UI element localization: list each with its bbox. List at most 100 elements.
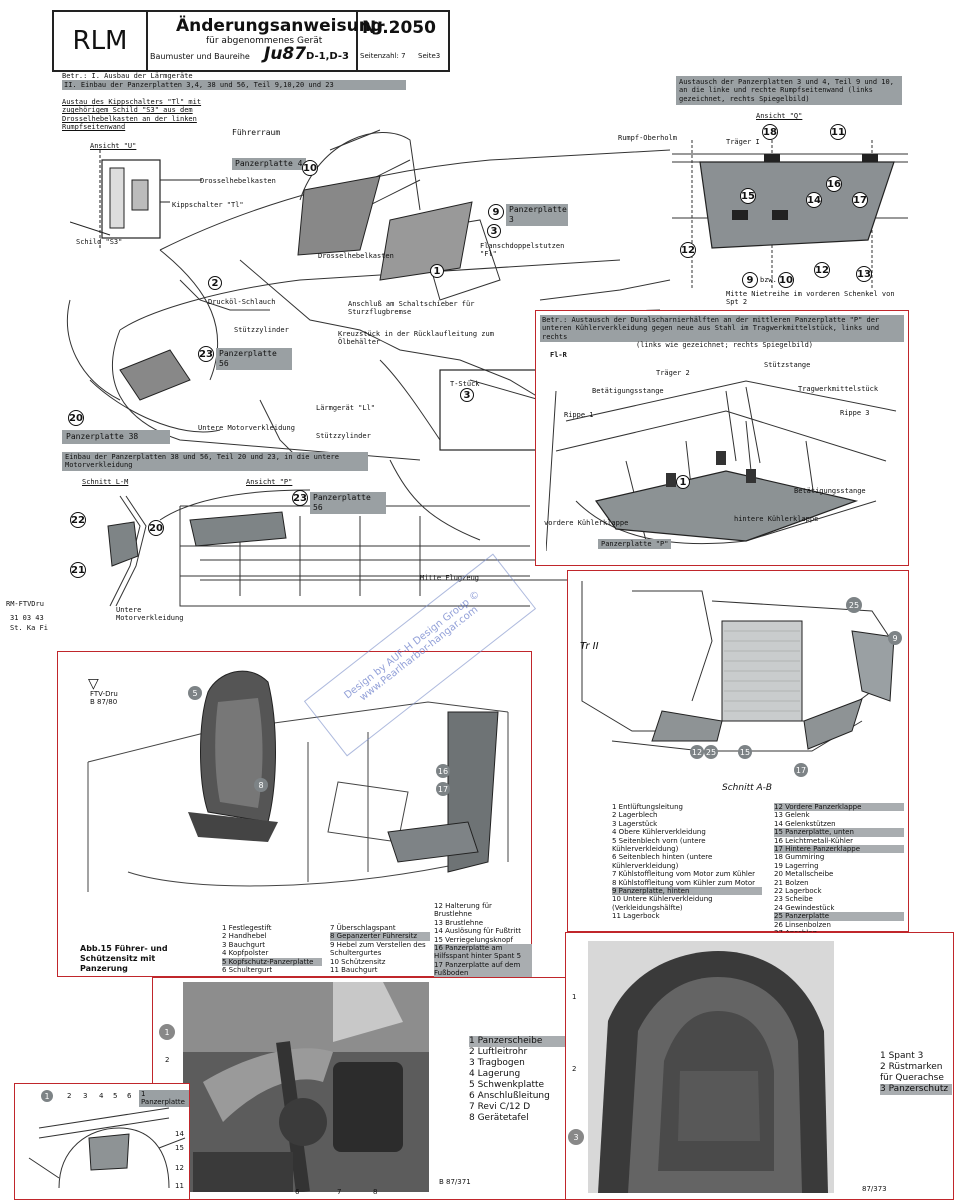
- ansicht-p-label: Ansicht "P": [246, 478, 293, 486]
- schnitt-lm-label: Schnitt L-M: [82, 478, 129, 486]
- legend-item: 12 Halterung für Brustlehne: [434, 902, 492, 919]
- legend-item: 16 Panzerplatte am Hilfsspant hinter Spa…: [434, 944, 532, 961]
- legend-item: 23 Scheibe: [774, 895, 813, 904]
- untere-motor-label: Untere Motorverkleidung: [198, 424, 295, 432]
- callout-ab-9: 9: [888, 631, 902, 645]
- legend-item: 9 Panzerplatte, hinten: [612, 887, 762, 896]
- stuetzstange-label: Stützstange: [764, 361, 811, 369]
- legend-item: 2 Handhebel: [222, 932, 267, 941]
- callout-seat-8: 8: [254, 778, 268, 792]
- callout-3a: 3: [487, 224, 501, 238]
- page-count: Seitenzahl: 7: [360, 52, 406, 60]
- drosselhebelkasten-label: Drosselhebelkasten: [200, 177, 276, 185]
- photo2-ref: 87/373: [862, 1185, 887, 1193]
- legend-item: 20 Metallscheibe: [774, 870, 834, 879]
- photo1-callout-1: 1: [159, 1024, 175, 1040]
- document-number: Nr.2050: [362, 18, 436, 38]
- legend-item: 14 Auslösung für Fußtritt: [434, 927, 521, 936]
- callout-seat-17: 17: [436, 782, 450, 796]
- fuehrerraum-label: Führerraum: [232, 128, 281, 137]
- flanschdoppel-label: Flanschdoppelstutzen "Fl": [480, 242, 565, 259]
- panzerplatte56-label: Panzerplatte 56: [216, 348, 292, 370]
- panzerplatte56b-label: Panzerplatte 56: [310, 492, 386, 514]
- kippschalter-title: Austau des Kippschalters "Tl" mit zugehö…: [62, 98, 202, 132]
- callout-ab-25: 25: [846, 597, 862, 613]
- legend-item: 2 Lagerblech: [612, 811, 658, 820]
- legend-item: 2 Luftleitrohr: [469, 1047, 528, 1057]
- legend-item: 3 Tragbogen: [469, 1058, 525, 1068]
- legend-item: 12 Vordere Panzerklappe: [774, 803, 904, 812]
- callout-ab-17: 17: [794, 763, 808, 777]
- callout-ab-25b: 25: [704, 745, 718, 759]
- legend-item: 1 Entlüftungsleitung: [612, 803, 683, 811]
- legend-item: 6 Schultergurt: [222, 966, 273, 975]
- side-panel-drawing: [672, 140, 908, 290]
- seat-ref: B 87/80: [90, 698, 118, 706]
- legend-item: 11 Bauchgurt: [330, 966, 378, 975]
- fuselage-drawing: [66, 129, 671, 581]
- kuehler-drawing: [546, 380, 897, 552]
- mitte-nietreihe-label: Mitte Nietreihe im vorderen Schenkel von…: [726, 290, 895, 307]
- callout-20b: 20: [148, 520, 164, 536]
- inset-num-14: 14: [175, 1130, 184, 1138]
- legend-item: 4 Lagerung: [469, 1069, 521, 1079]
- panzerplatte3-label: Panzerplatte 3: [506, 204, 568, 226]
- callout-2a: 2: [208, 276, 222, 290]
- legend-item: 7 Überschlagspant: [330, 924, 396, 932]
- kuehler-betr: Betr.: Austausch der Duralscharnierhälft…: [540, 315, 904, 343]
- legend-item: 19 Lagerring: [774, 861, 819, 870]
- traeger2-label: Träger 2: [656, 369, 690, 377]
- legend-item: 1 Festlegestift: [222, 924, 272, 932]
- side-code-1: RM-FTVDru: [6, 600, 44, 608]
- switch-panel-drawing: [70, 150, 202, 250]
- mitte-flugzeug-label: Mitte Flugzeug: [420, 574, 480, 582]
- legend-item: 7 Revi C/12 D: [469, 1102, 531, 1112]
- legend-item: 2 Rüstmarken für Querachse: [880, 1062, 944, 1083]
- rlm-label: RLM: [54, 12, 148, 70]
- inset-num-11: 11: [175, 1182, 184, 1190]
- callout-9: 9: [488, 204, 504, 220]
- callout-q-15: 15: [740, 188, 756, 204]
- legend-item: 15 Verriegelungsknopf: [434, 935, 513, 944]
- callout-22: 22: [70, 512, 86, 528]
- callout-ab-15: 15: [738, 745, 752, 759]
- triangle-logo-icon: ▽: [88, 676, 99, 692]
- inset-num-6: 6: [127, 1092, 132, 1100]
- legend-item: 25 Panzerplatte: [774, 912, 904, 921]
- schild-label: Schild "S3": [76, 238, 123, 246]
- legend-item: 18 Gummiring: [774, 853, 825, 862]
- header-number-block: Nr.2050 Seitenzahl: 7 Seite3: [356, 12, 448, 70]
- legend-item: 11 Lagerbock: [612, 912, 660, 921]
- side-code-3: St. Ka Fi: [10, 624, 48, 632]
- aircraft-type: Ju87: [264, 44, 307, 64]
- legend-item: 4 Obere Kühlerverkleidung: [612, 828, 706, 837]
- panzerplatte38-label: Panzerplatte 38: [62, 430, 170, 444]
- callout-20a: 20: [68, 410, 84, 426]
- inset-panel: 1 2 3 4 5 6 1 Panzerplatte 14 15 12 11: [14, 1083, 190, 1200]
- rippe3-label: Rippe 3: [840, 409, 870, 417]
- ansicht-u-label: Ansicht "U": [90, 142, 137, 150]
- betaetigungsstange-label: Betätigungsstange: [592, 387, 664, 395]
- seat-drawing: [87, 670, 509, 892]
- legend-item: 17 Hintere Panzerklappe: [774, 845, 904, 854]
- schnitt-ab-title: Schnitt A-B: [722, 783, 773, 793]
- legend-item: 1 Spant 3: [880, 1051, 924, 1061]
- side-code-2: 31 03 43: [10, 614, 44, 622]
- legend-item: 22 Lagerbock: [774, 887, 822, 896]
- legend-item: 4 Kopfpolster: [222, 949, 269, 958]
- legend-item: 3 Panzerschutz: [880, 1084, 952, 1095]
- header-title-block: Änderungsanweisung für abgenommenes Gerä…: [146, 12, 383, 70]
- austausch-title: Austausch der Panzerplatten 3 und 4, Tei…: [676, 76, 902, 106]
- legend-item: 8 Gerätetafel: [469, 1113, 529, 1123]
- callout-q-11: 11: [830, 124, 846, 140]
- legend-item: 17 Panzerplatte auf dem Fußboden: [434, 960, 532, 978]
- tragwerk-label: Tragwerkmittelstück: [798, 385, 879, 393]
- rippe1-label: Rippe 1: [564, 411, 594, 419]
- legend-item: 10 Untere Kühlerverkleidung (Verkleidung…: [612, 895, 713, 912]
- einbau-title: Einbau der Panzerplatten 38 und 56, Teil…: [62, 452, 368, 471]
- callout-seat-5: 5: [188, 686, 202, 700]
- anschluss-label: Anschluß am Schaltschieber für Sturzflug…: [348, 300, 475, 317]
